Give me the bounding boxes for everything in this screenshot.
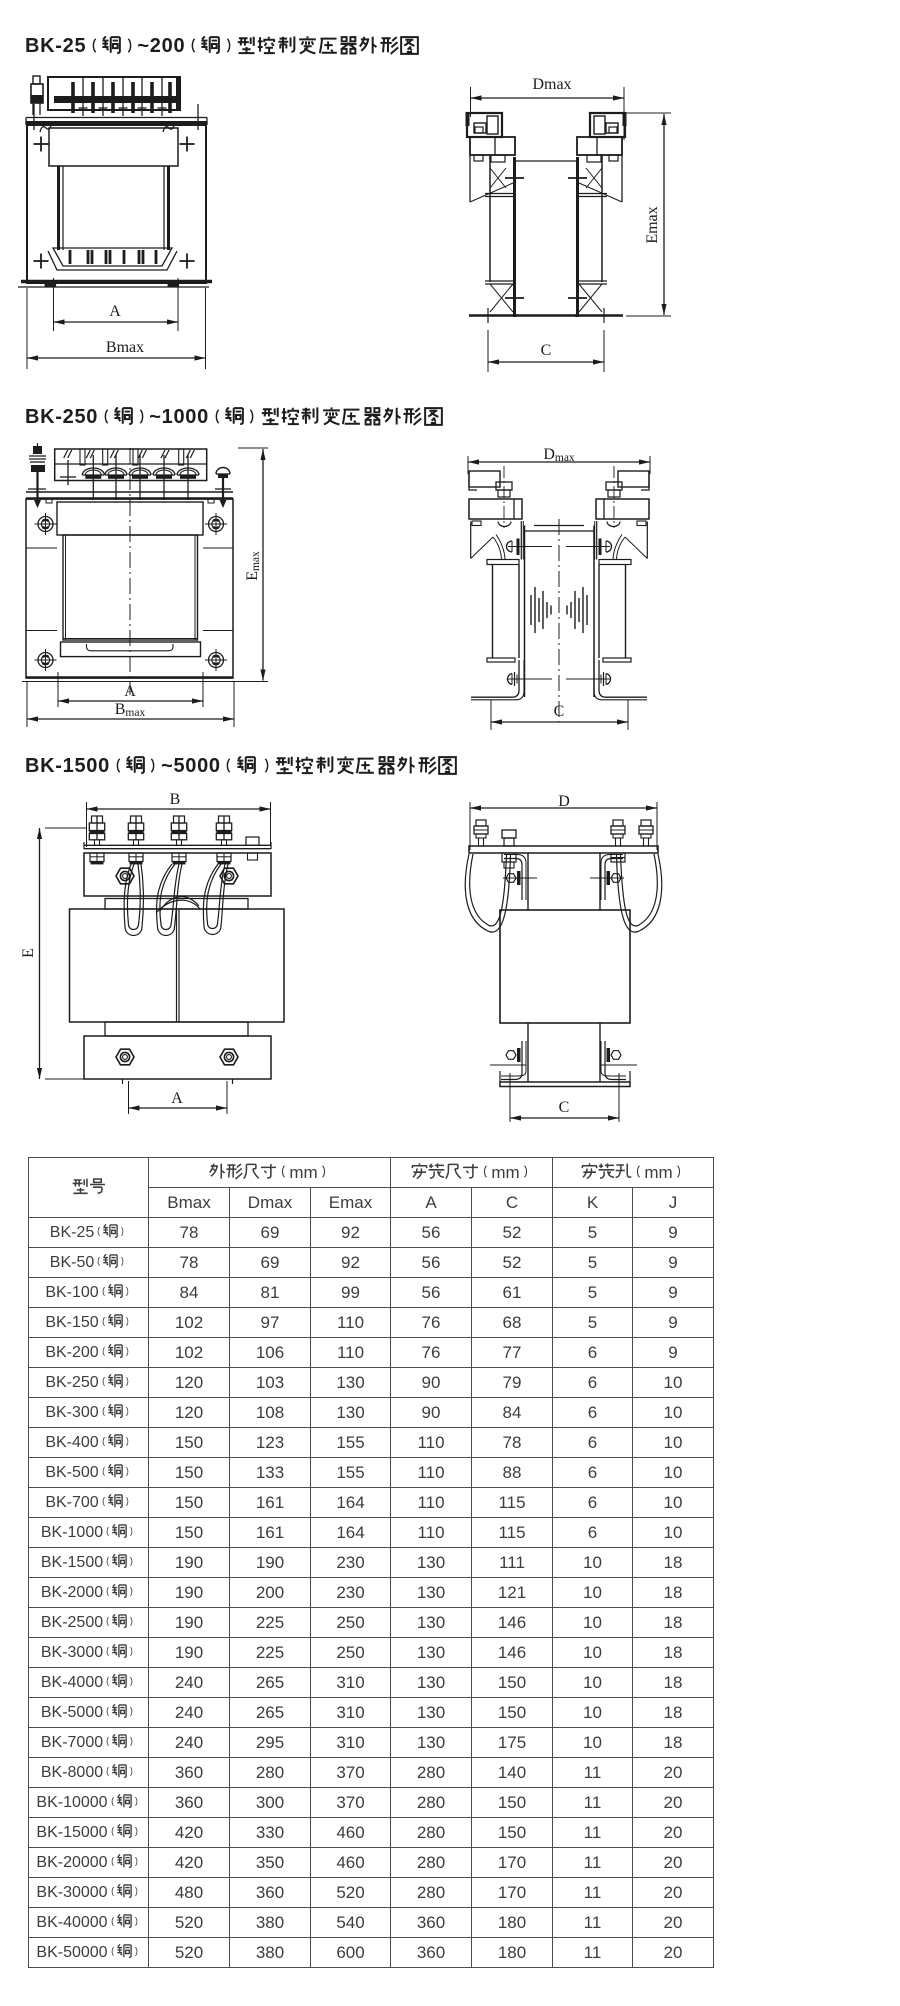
svg-text:Emax: Emax xyxy=(644,206,661,243)
svg-text:D: D xyxy=(558,793,570,810)
svg-text:A: A xyxy=(171,1090,183,1107)
svg-text:C: C xyxy=(559,1099,570,1116)
svg-text:A: A xyxy=(124,683,136,700)
svg-text:Bmax: Bmax xyxy=(115,701,146,719)
svg-text:Emax: Emax xyxy=(244,551,262,581)
svg-text:Dmax: Dmax xyxy=(543,448,575,464)
svg-text:E: E xyxy=(20,948,37,958)
svg-text:C: C xyxy=(541,342,552,359)
svg-text:C: C xyxy=(554,703,565,720)
svg-text:Dmax: Dmax xyxy=(532,76,571,93)
svg-text:B: B xyxy=(170,791,181,808)
svg-text:A: A xyxy=(109,303,121,320)
svg-text:Bmax: Bmax xyxy=(106,339,144,356)
